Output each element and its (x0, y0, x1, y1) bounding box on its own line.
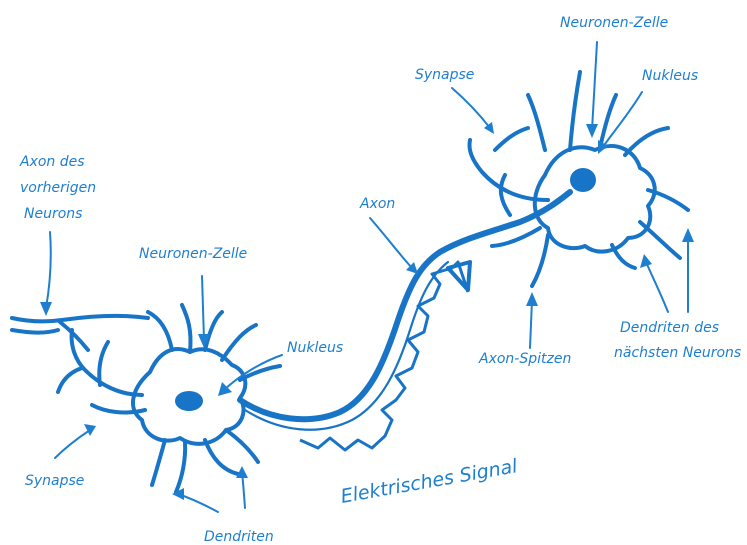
right-terminal-branch (532, 235, 548, 286)
arrowhead-icon (586, 124, 598, 138)
right-neuron (470, 72, 689, 286)
right-dendrite (570, 72, 580, 150)
label-dendrites-left: Dendriten (204, 529, 274, 545)
arrow-synapse-right (452, 88, 490, 128)
label-nucleus-right: Nukleus (642, 68, 698, 84)
left-dendrite (205, 440, 238, 474)
left-dendrite (182, 305, 191, 352)
previous-axon (12, 330, 58, 333)
left-synapse-branch (72, 330, 142, 395)
arrow-synapse-left (55, 430, 90, 458)
arrow-axon-terminals (530, 300, 532, 348)
label-axon-terminals: Axon-Spitzen (478, 351, 571, 367)
left-dendrite (152, 440, 165, 485)
left-dendrite (148, 312, 172, 350)
label-synapse-left: Synapse (25, 473, 84, 489)
arrowhead-icon (40, 302, 52, 316)
left-dendrite (205, 312, 222, 350)
arrowhead-icon (526, 292, 538, 306)
label-nucleus-left: Nukleus (287, 340, 343, 356)
arrowhead-icon (682, 228, 694, 242)
right-dendrite (625, 128, 668, 155)
label-axon: Axon (359, 196, 395, 212)
left-synapse-branch (92, 405, 145, 412)
right-dendrite (640, 222, 680, 258)
label-axon-prev-1: Axon des (19, 154, 85, 170)
label-cell-left: Neuronen-Zelle (139, 246, 247, 262)
left-dendrite (176, 442, 185, 492)
arrow-next-dendrites-1 (646, 262, 668, 312)
signal-arrowhead (448, 262, 470, 290)
label-electrical-signal: Elektrisches Signal (339, 455, 520, 508)
arrow-axon (370, 218, 412, 268)
right-terminal-branch (501, 175, 510, 215)
right-neuron-soma (535, 146, 655, 252)
label-cell-right: Neuronen-Zelle (560, 15, 668, 31)
arrow-previous-axon (46, 232, 51, 308)
left-synapse-branch (99, 342, 108, 385)
label-synapse-right: Synapse (415, 67, 474, 83)
label-next-dendrites-2: nächsten Neurons (614, 345, 741, 361)
axon (240, 192, 570, 430)
arrow-cell-left (202, 276, 204, 340)
right-dendrite (528, 95, 545, 150)
labels: Axon des vorherigen Neurons Neuronen-Zel… (19, 15, 741, 545)
label-axon-prev-2: vorherigen (20, 180, 96, 196)
left-dendrite (226, 430, 258, 462)
axon-body (245, 262, 448, 430)
right-terminal-branch (495, 128, 528, 150)
label-arrows (40, 42, 694, 512)
right-dendrite (612, 245, 635, 268)
left-nucleus (175, 391, 203, 411)
arrow-cell-right (592, 42, 597, 130)
label-next-dendrites-1: Dendriten des (620, 320, 719, 336)
arrowhead-icon (84, 424, 96, 436)
axon-body (240, 192, 570, 419)
previous-axon (12, 316, 148, 321)
left-dendrite (222, 325, 256, 360)
left-synapse-branch (58, 368, 82, 392)
label-axon-prev-3: Neurons (24, 206, 82, 222)
right-nucleus (570, 168, 596, 192)
arrowhead-icon (640, 254, 652, 268)
